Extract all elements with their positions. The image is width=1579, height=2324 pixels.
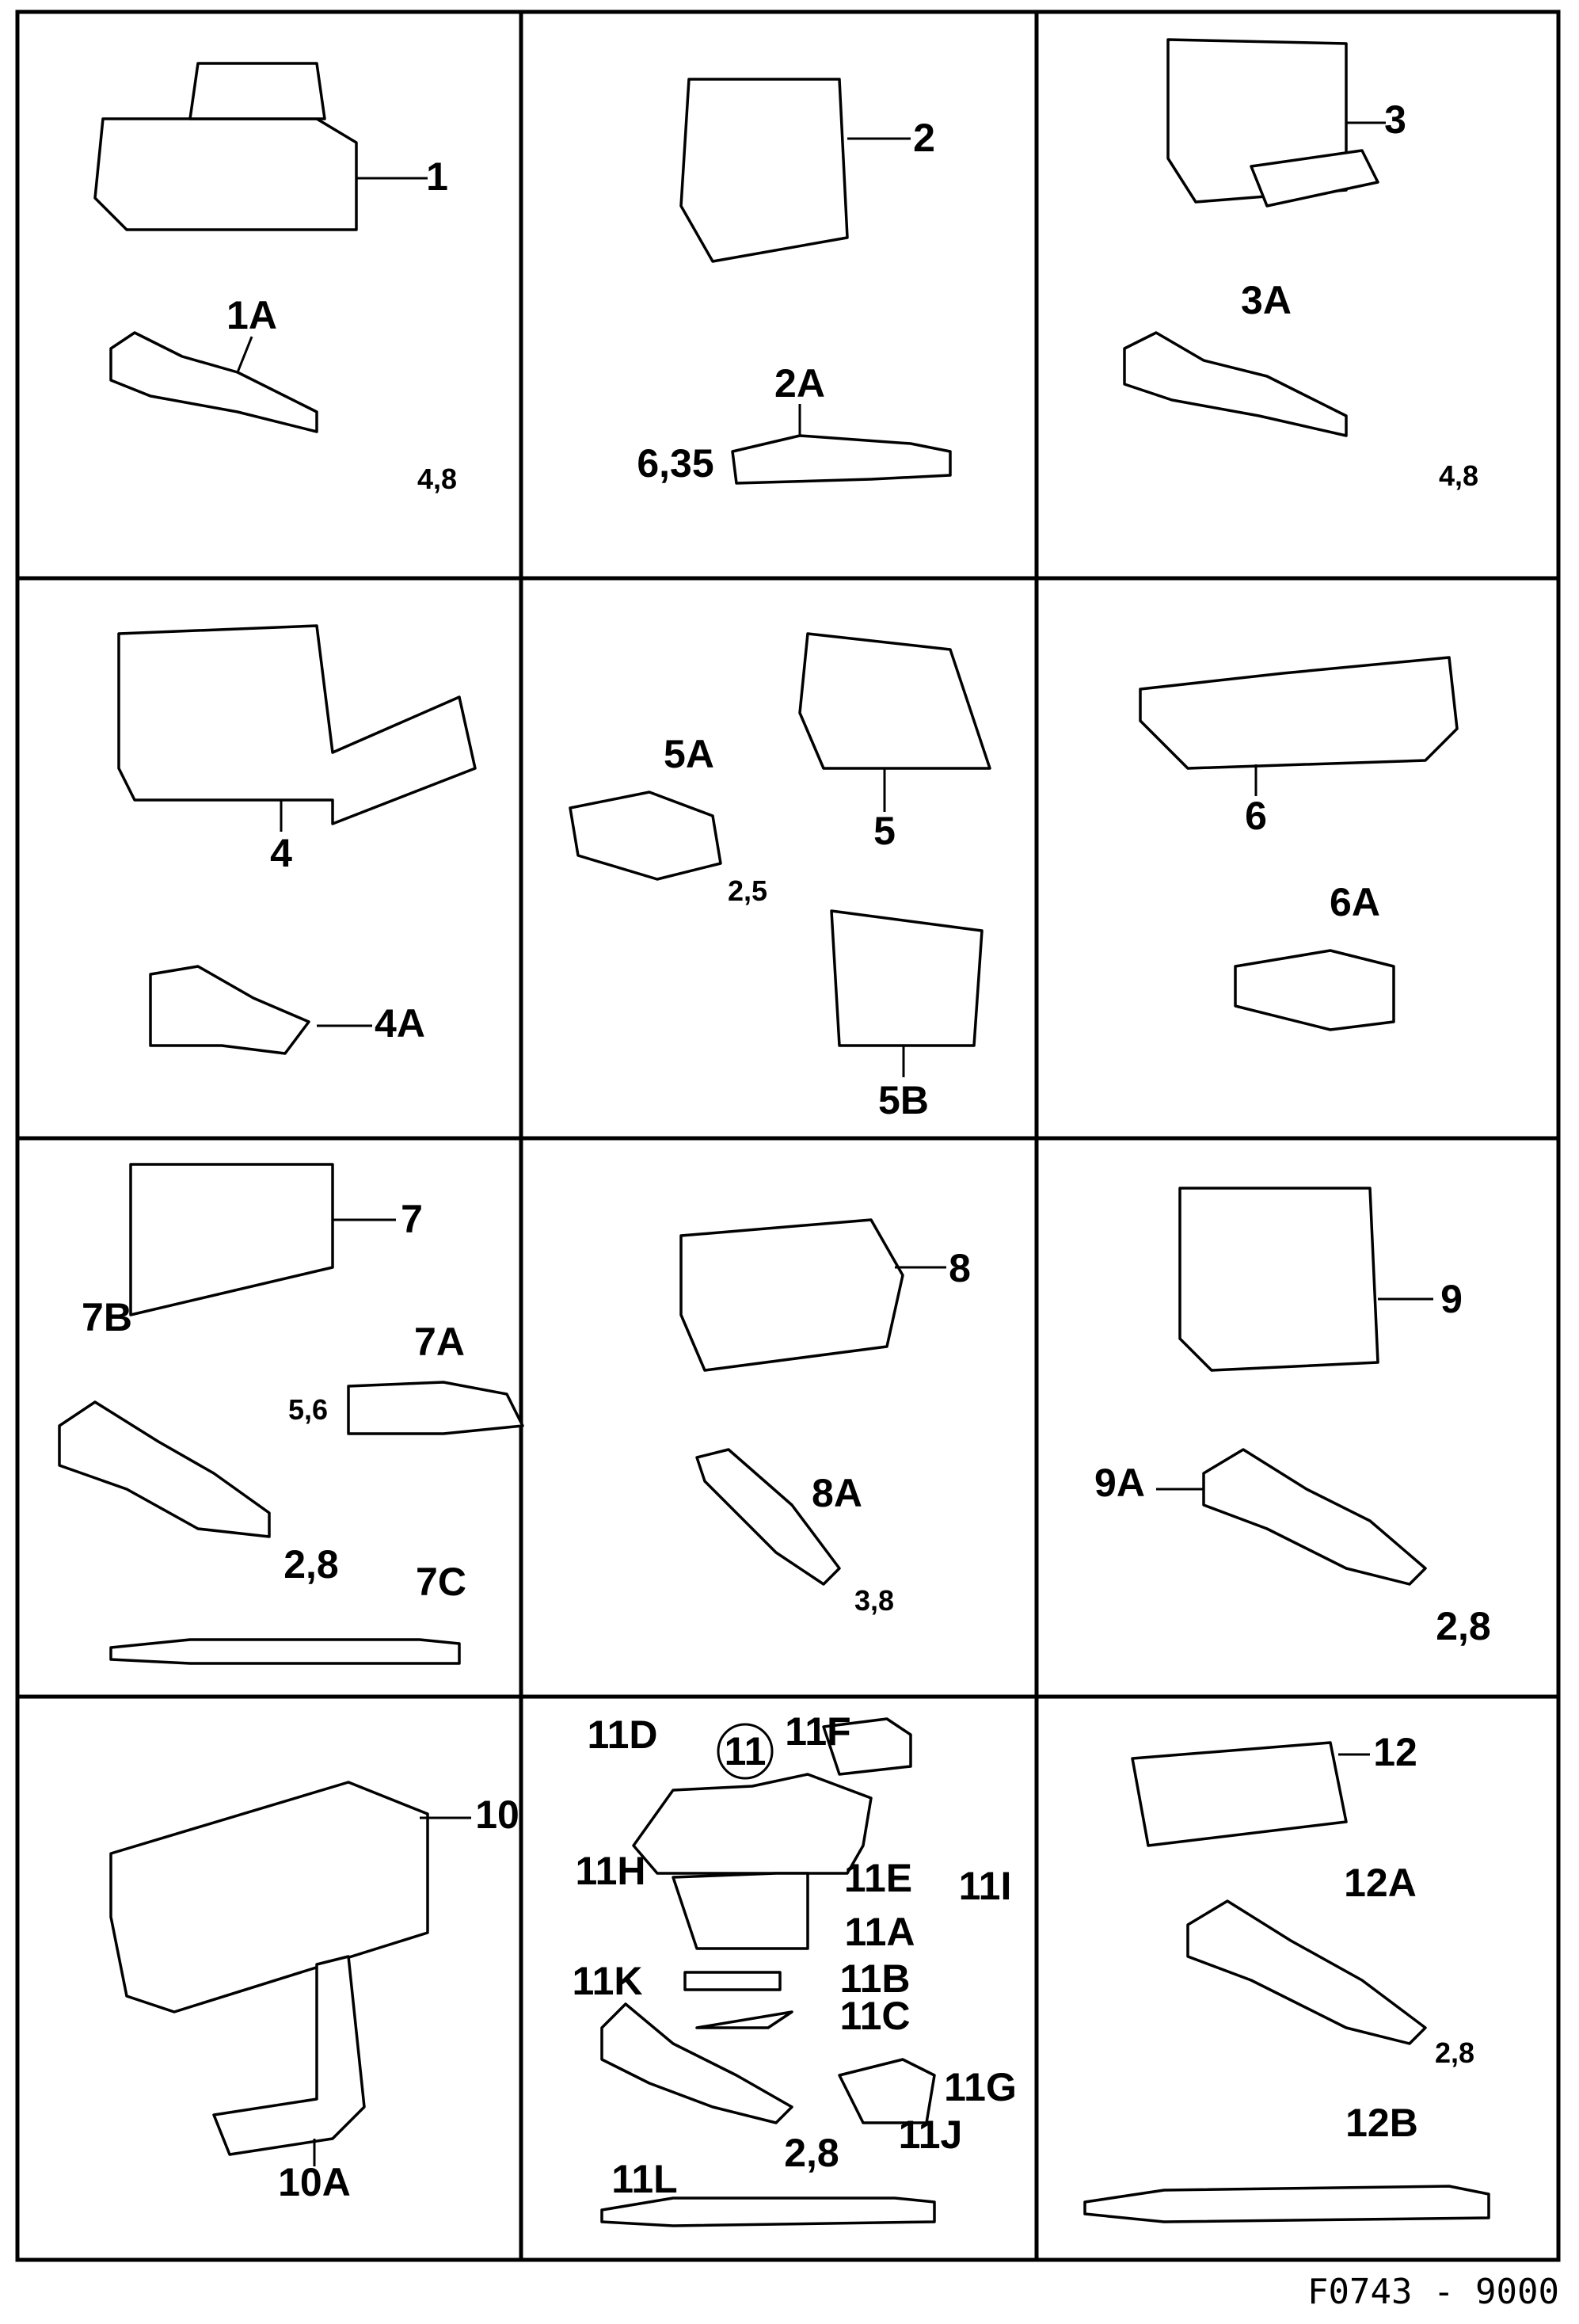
terminal-4a	[149, 965, 310, 1055]
label-5: 5	[873, 809, 896, 853]
label-12: 12	[1373, 1730, 1417, 1774]
label-4: 4	[270, 831, 292, 875]
connector-6	[1139, 656, 1459, 770]
dim-9a: 2,8	[1436, 1604, 1491, 1648]
clip-11g	[838, 2058, 936, 2124]
label-11l: 11L	[611, 2157, 677, 2201]
label-11j: 11J	[899, 2113, 963, 2157]
label-7b: 7B	[82, 1295, 132, 1339]
terminal-8a	[695, 1448, 841, 1586]
connector-9	[1178, 1187, 1379, 1372]
label-10: 10	[475, 1793, 519, 1837]
label-11c: 11C	[840, 1994, 911, 2038]
label-3: 3	[1384, 97, 1406, 142]
grid	[15, 10, 1561, 2262]
terminal-9a	[1202, 1448, 1427, 1586]
label-1: 1	[426, 154, 448, 199]
label-8a: 8A	[812, 1471, 862, 1515]
label-3a: 3A	[1241, 278, 1292, 322]
connector-5	[798, 632, 991, 770]
label-11f: 11F	[785, 1709, 850, 1754]
dim-1a: 4,8	[417, 463, 457, 495]
terminal-12a	[1186, 1899, 1427, 2045]
seal-11b	[683, 1971, 782, 1991]
label-11g: 11G	[944, 2065, 1017, 2109]
connector-10	[109, 1781, 429, 2013]
cover-11e	[632, 1773, 873, 1875]
label-7c: 7C	[416, 1560, 466, 1604]
label-11: 11	[725, 1729, 767, 1773]
connector-7	[129, 1163, 334, 1316]
label-7a: 7A	[414, 1320, 465, 1364]
wire-11l	[600, 2196, 936, 2227]
label-11h: 11H	[576, 1849, 646, 1893]
label-5b: 5B	[878, 1078, 929, 1122]
connector-2	[679, 78, 849, 263]
wire-12b	[1083, 2185, 1490, 2223]
terminal-2a	[731, 434, 952, 485]
label-10a: 10A	[278, 2160, 351, 2204]
connector-12	[1131, 1741, 1348, 1847]
wire-7c	[109, 1638, 461, 1665]
callout-circle-11	[717, 1723, 774, 1780]
dim-5a: 2,5	[728, 874, 767, 907]
label-11d: 11D	[588, 1713, 658, 1757]
connector-1	[93, 117, 358, 231]
connector-4	[117, 624, 477, 825]
terminal-1a	[109, 331, 318, 433]
label-1a: 1A	[226, 293, 277, 337]
label-12b: 12B	[1345, 2101, 1418, 2145]
label-6a: 6A	[1330, 880, 1380, 924]
label-9a: 9A	[1094, 1461, 1145, 1505]
label-11a: 11A	[845, 1910, 915, 1954]
label-6: 6	[1245, 794, 1267, 838]
label-11k: 11K	[573, 1959, 643, 2003]
part-drawings	[58, 38, 1490, 2227]
terminal-5a	[569, 791, 722, 881]
housing-11a	[672, 1872, 809, 1950]
drawing-code: F0743 - 9000	[1307, 2272, 1559, 2312]
dim-12a: 2,8	[1435, 2036, 1474, 2069]
dim-3a: 4,8	[1439, 459, 1478, 492]
label-11i: 11I	[959, 1864, 1012, 1908]
label-2: 2	[913, 116, 935, 160]
part-labels: 1 1A 4,8 2 2A 6,35 3 3A 4,8 4 4A 5A 5 5B…	[82, 97, 1491, 2204]
terminal-7a	[347, 1381, 524, 1435]
gasket-11c	[695, 2010, 793, 2029]
cover-5b	[830, 909, 984, 1047]
label-7: 7	[401, 1197, 423, 1241]
terminal-6a	[1234, 949, 1395, 1031]
label-4a: 4A	[375, 1001, 425, 1046]
label-9: 9	[1440, 1277, 1463, 1321]
label-8: 8	[949, 1246, 971, 1290]
terminal-7b	[58, 1400, 271, 1538]
label-11e: 11E	[844, 1856, 912, 1900]
label-11b: 11B	[840, 1956, 911, 2001]
terminal-10a	[212, 1955, 366, 2156]
terminal-11k	[600, 2002, 793, 2124]
dim-7b: 2,8	[283, 1542, 339, 1587]
dim-2a: 6,35	[637, 441, 713, 486]
connector-8	[679, 1218, 904, 1372]
label-12a: 12A	[1344, 1861, 1417, 1905]
dim-11k: 2,8	[784, 2131, 839, 2175]
dim-7a: 5,6	[288, 1393, 328, 1426]
label-5a: 5A	[664, 732, 714, 776]
dim-8a: 3,8	[854, 1584, 894, 1617]
plug-11f	[822, 1717, 912, 1776]
terminal-3a	[1123, 331, 1348, 437]
label-2a: 2A	[774, 361, 825, 406]
